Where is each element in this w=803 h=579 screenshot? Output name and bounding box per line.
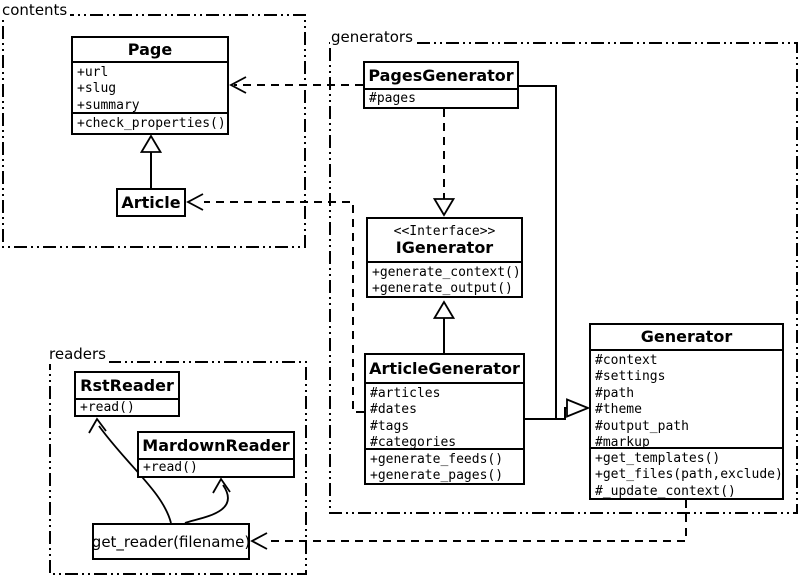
class-box-generator: Generator #context #settings #path #them… <box>589 323 784 500</box>
methods-compartment: +read() <box>139 458 293 476</box>
method: +generate_output() <box>372 281 513 296</box>
method: +generate_pages() <box>370 468 504 483</box>
attribute: #pages <box>369 91 416 106</box>
class-box-articlegenerator: ArticleGenerator #articles #dates #tags … <box>364 353 525 485</box>
attribute: #theme <box>595 402 642 418</box>
class-title: Article <box>121 192 181 212</box>
class-title: PagesGenerator <box>368 65 514 85</box>
methods-compartment: +read() <box>76 398 178 415</box>
attribute: #output_path <box>595 418 689 434</box>
attribute: #markup <box>595 435 650 447</box>
function-label: get_reader(filename) <box>91 532 251 551</box>
method: +read() <box>143 460 198 475</box>
class-box-pagesgenerator: PagesGenerator #pages <box>363 61 519 109</box>
stereotype-label: <<Interface>> <box>393 223 496 239</box>
methods-compartment: +generate_feeds() +generate_pages() <box>366 448 523 483</box>
methods-compartment: +check_properties() <box>73 112 227 133</box>
methods-compartment: +generate_context() +generate_output() <box>368 261 521 296</box>
method: +get_files(path,exclude) <box>595 467 782 483</box>
class-box-mardownreader: MardownReader +read() <box>137 431 295 478</box>
method: +generate_context() <box>372 265 521 280</box>
attributes-compartment: #context #settings #path #theme #output_… <box>591 349 782 447</box>
attribute: +summary <box>77 97 140 112</box>
package-border-generators <box>329 42 798 514</box>
attribute: #path <box>595 385 635 401</box>
edge-pagesgenerator-realizes-igenerator <box>432 109 456 217</box>
class-title: Page <box>127 39 173 59</box>
edge-article-extends-page <box>139 134 163 188</box>
edge-pagesgenerator-uses-page <box>229 76 363 94</box>
attribute: #dates <box>370 402 417 418</box>
attribute: #articles <box>370 386 441 401</box>
class-title-text: IGenerator <box>395 237 494 257</box>
package-label-contents: contents <box>1 2 71 20</box>
class-title: RstReader <box>80 375 174 395</box>
package-label-generators: generators <box>330 29 416 47</box>
class-title: MardownReader <box>142 435 290 455</box>
attribute: +url <box>77 65 109 80</box>
class-title: Generator <box>640 327 733 346</box>
method: +check_properties() <box>77 116 226 131</box>
package-border-readers <box>49 361 307 575</box>
method: +read() <box>80 400 135 415</box>
edge-generators-extend-generator <box>519 85 591 420</box>
function-box-get-reader: get_reader(filename) <box>92 523 250 560</box>
attribute: #context <box>595 353 658 368</box>
package-label-readers: readers <box>48 346 109 364</box>
class-title: ArticleGenerator <box>369 358 520 378</box>
edge-getreader-to-mardownreader <box>184 477 231 524</box>
edge-articlegenerator-extends-igenerator <box>432 300 456 353</box>
attribute: #categories <box>370 435 457 448</box>
methods-compartment: +get_templates() +get_files(path,exclude… <box>591 447 782 498</box>
method: +generate_feeds() <box>370 452 504 467</box>
class-title: <<Interface>> IGenerator <box>368 219 521 261</box>
class-box-rstreader: RstReader +read() <box>74 371 180 417</box>
attributes-compartment: +url +slug +summary <box>73 61 227 112</box>
attribute: +slug <box>77 81 117 97</box>
attributes-compartment: #articles #dates #tags #categories <box>366 382 523 448</box>
method: #_update_context() <box>595 483 736 498</box>
class-box-article: Article <box>116 188 186 217</box>
edge-articlegenerator-uses-article <box>186 193 364 413</box>
method: +get_templates() <box>595 451 721 466</box>
class-box-igenerator: <<Interface>> IGenerator +generate_conte… <box>366 217 523 298</box>
attribute: #tags <box>370 418 410 434</box>
attributes-compartment: #pages <box>365 88 517 107</box>
edge-generator-uses-getreader <box>250 500 687 550</box>
attribute: #settings <box>595 369 666 385</box>
class-box-page: Page +url +slug +summary +check_properti… <box>71 36 229 135</box>
package-border-contents <box>2 14 306 248</box>
